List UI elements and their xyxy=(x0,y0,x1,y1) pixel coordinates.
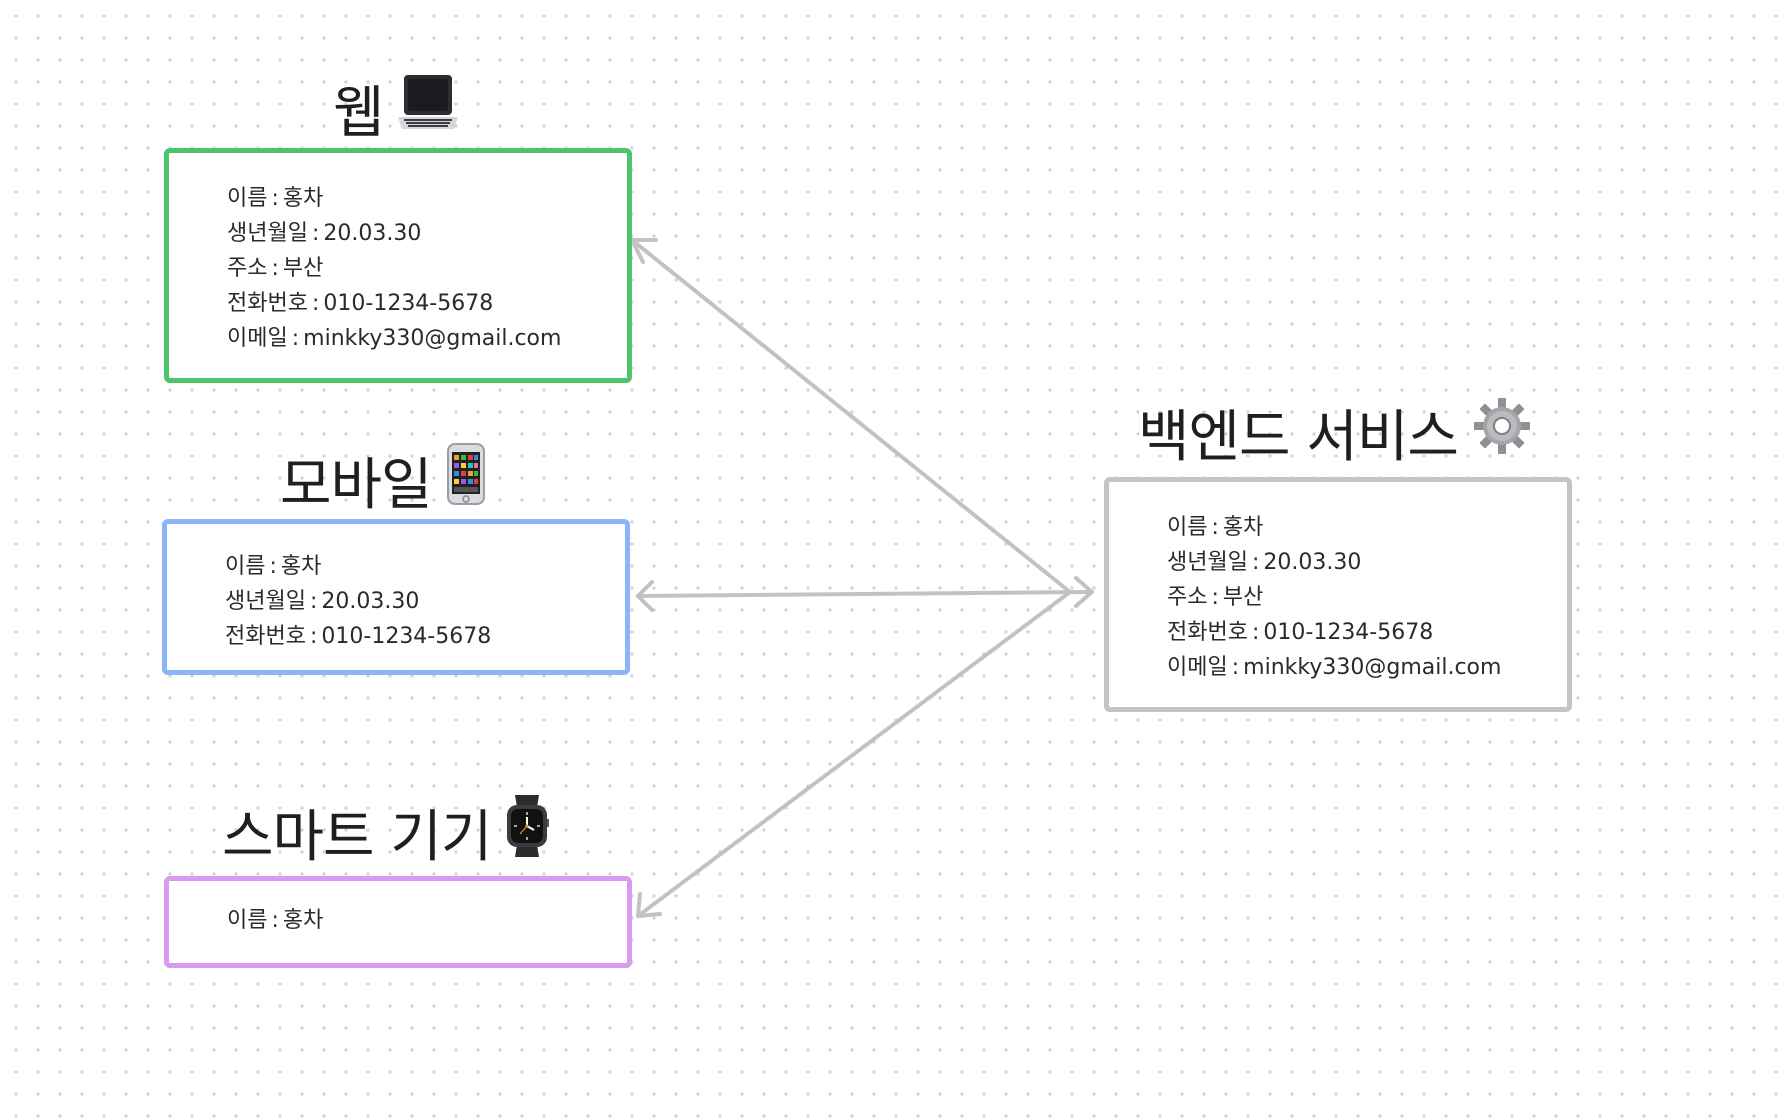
field-name: 이름:홍차 xyxy=(225,554,322,579)
field-address: 주소:부산 xyxy=(1167,585,1264,610)
web-title: 웹 xyxy=(333,68,458,149)
field-phone: 전화번호:010-1234-5678 xyxy=(225,624,492,649)
field-name: 이름:홍차 xyxy=(1167,515,1264,540)
smart-device-title: 스마트 기기 xyxy=(222,792,550,873)
field-email: 이메일:minkky330@gmail.com xyxy=(227,326,562,351)
backend-field-list: 이름:홍차 생년월일:20.03.30 주소:부산 전화번호:010-1234-… xyxy=(1167,510,1547,685)
field-phone: 전화번호:010-1234-5678 xyxy=(1167,620,1434,645)
connector-backend-web[interactable] xyxy=(630,238,1072,594)
connector-backend-mobile[interactable] xyxy=(636,590,1092,598)
field-name: 이름:홍차 xyxy=(227,186,324,211)
web-field-list: 이름:홍차 생년월일:20.03.30 주소:부산 전화번호:010-1234-… xyxy=(227,181,607,356)
smart-device-field-list: 이름:홍차 xyxy=(227,903,607,938)
field-address: 주소:부산 xyxy=(227,256,324,281)
backend-card[interactable]: 이름:홍차 생년월일:20.03.30 주소:부산 전화번호:010-1234-… xyxy=(1104,477,1572,712)
field-phone: 전화번호:010-1234-5678 xyxy=(227,291,494,316)
mobile-card[interactable]: 이름:홍차 생년월일:20.03.30 전화번호:010-1234-5678 xyxy=(162,519,630,675)
web-title-text: 웹 xyxy=(333,81,385,146)
backend-title: 백엔드 서비스 xyxy=(1138,392,1532,473)
mobile-title: 모바일 xyxy=(280,440,486,521)
arrowhead-mobile xyxy=(636,580,654,612)
smart-device-card[interactable]: 이름:홍차 xyxy=(164,876,632,968)
laptop-icon xyxy=(397,71,458,147)
field-email: 이메일:minkky330@gmail.com xyxy=(1167,655,1502,680)
arrowhead-backend xyxy=(1074,576,1094,608)
gear-icon xyxy=(1472,396,1532,470)
connector-backend-smart[interactable] xyxy=(636,590,1072,918)
arrowhead-web xyxy=(630,238,658,264)
web-card[interactable]: 이름:홍차 생년월일:20.03.30 주소:부산 전화번호:010-1234-… xyxy=(164,148,632,383)
watch-icon xyxy=(505,794,550,871)
arrowhead-smart xyxy=(636,892,662,918)
smartphone-icon xyxy=(446,442,486,519)
field-birthdate: 생년월일:20.03.30 xyxy=(225,589,420,614)
field-birthdate: 생년월일:20.03.30 xyxy=(1167,550,1362,575)
backend-title-text: 백엔드 서비스 xyxy=(1138,405,1459,470)
mobile-title-text: 모바일 xyxy=(280,453,433,518)
smart-device-title-text: 스마트 기기 xyxy=(222,805,492,870)
field-birthdate: 생년월일:20.03.30 xyxy=(227,221,422,246)
field-name: 이름:홍차 xyxy=(227,908,324,933)
mobile-field-list: 이름:홍차 생년월일:20.03.30 전화번호:010-1234-5678 xyxy=(225,549,605,654)
